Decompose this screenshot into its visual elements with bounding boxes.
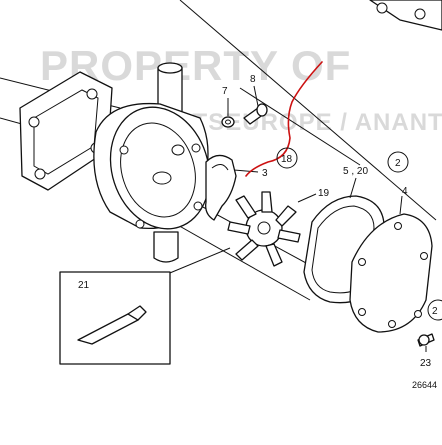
impeller-part-19	[227, 191, 301, 267]
red-annotation-stroke	[245, 61, 323, 177]
washer-part-7	[221, 116, 235, 128]
screw-part-23	[417, 333, 435, 347]
callout-5-20: 5 , 20	[343, 166, 368, 177]
callout-2b-circle	[427, 299, 442, 321]
end-cover-part-4	[349, 213, 433, 333]
flange-corner-top-right	[369, 0, 442, 31]
callout-8: 8	[250, 74, 256, 85]
callout-19: 19	[318, 188, 330, 199]
screw-part-8	[243, 103, 268, 125]
callout-18: 18	[281, 154, 293, 165]
callout-2-circle	[387, 151, 409, 173]
callout-3: 3	[262, 168, 268, 179]
cam-plate-part-3	[205, 154, 237, 221]
callout-4: 4	[402, 186, 408, 197]
callout-23: 23	[420, 358, 432, 369]
callout-18-circle	[276, 147, 298, 169]
detail-box-part-21	[59, 247, 231, 365]
drawing-reference-number: 26644	[412, 380, 437, 390]
leader-lines	[227, 85, 427, 352]
callout-2: 2	[395, 158, 401, 169]
callout-2b: 2	[432, 306, 438, 317]
callout-7: 7	[222, 86, 228, 97]
callout-21: 21	[78, 280, 90, 291]
pump-housing	[93, 102, 211, 230]
